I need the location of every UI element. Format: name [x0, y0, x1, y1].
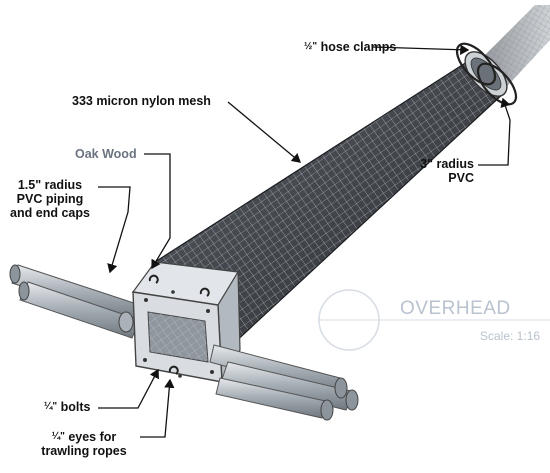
overhead-title: OVERHEAD	[400, 298, 511, 319]
label-eyes: ¼" eyes for trawling ropes	[30, 430, 138, 458]
label-pvc-large-line-2: PVC	[448, 171, 474, 185]
leader-lines	[98, 44, 511, 438]
label-bolts-fraction: ¼"	[44, 401, 58, 412]
label-pvc-large-line-1: 3" radius	[420, 157, 474, 171]
label-hose-clamps: ½" hose clamps	[304, 40, 396, 54]
label-bolts-text: bolts	[60, 400, 91, 414]
label-eyes-fraction: ¼"	[51, 431, 65, 442]
label-eyes-line-2: trawling ropes	[41, 444, 127, 458]
label-pvc-small-line-3: and end caps	[10, 206, 90, 220]
nylon-mesh-net	[154, 59, 506, 346]
pvc-pipes-left	[9, 264, 141, 339]
label-eyes-line-1: eyes for	[68, 430, 117, 444]
label-hose-clamps-fraction: ½"	[304, 41, 318, 52]
label-mesh: 333 micron nylon mesh	[72, 94, 211, 108]
pvc-pipes-right	[209, 344, 359, 421]
label-oak-wood: Oak Wood	[75, 147, 137, 161]
overhead-scale: Scale: 1:16	[480, 329, 541, 343]
label-pvc-small-line-1: 1.5" radius	[17, 178, 83, 192]
label-pvc-small: 1.5" radius PVC piping and end caps	[4, 178, 96, 220]
label-hose-clamps-text: hose clamps	[320, 40, 397, 54]
label-bolts: ¼" bolts	[44, 400, 90, 414]
overhead-watermark-circle	[318, 289, 550, 351]
label-pvc-small-line-2: PVC piping	[16, 192, 84, 206]
label-pvc-large: 3" radius PVC	[412, 157, 474, 185]
